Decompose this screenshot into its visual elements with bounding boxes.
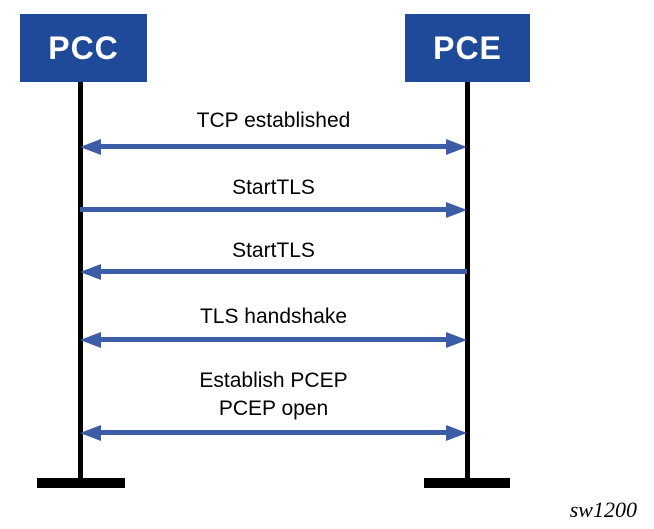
pcc-lifeline-end-bar [37,478,125,488]
arrow-shaft [94,144,453,149]
message-label-tcp-established: TCP established [196,109,351,132]
arrow-shaft [94,269,467,274]
arrowhead-left-icon [80,264,101,280]
pcc-lifeline [78,82,83,482]
arrowhead-right-icon [446,425,467,441]
arrowhead-left-icon [80,139,101,155]
starttls-response-arrow [80,264,467,280]
actor-label-pce: PCE [433,29,502,66]
actor-box-pce: PCE [405,14,530,82]
pce-lifeline [465,82,470,482]
watermark-label: sw1200 [569,497,637,522]
arrow-shaft [94,337,453,342]
arrowhead-left-icon [80,332,101,348]
message-label-tls-handshake: TLS handshake [199,305,348,328]
pcep-open-arrow [80,425,467,441]
arrow-shaft [80,207,453,212]
arrowhead-right-icon [446,332,467,348]
actor-label-pcc: PCC [48,29,119,66]
arrow-shaft [94,430,453,435]
tls-handshake-arrow [80,332,467,348]
message-label-pcep-open: Establish PCEP PCEP open [199,369,348,420]
message-label-starttls-request: StartTLS [232,176,315,199]
actor-box-pcc: PCC [20,14,147,82]
arrowhead-right-icon [446,139,467,155]
tcp-established-arrow [80,139,467,155]
arrowhead-right-icon [446,202,467,218]
starttls-request-arrow [80,202,467,218]
pce-lifeline-end-bar [424,478,510,488]
message-label-starttls-response: StartTLS [232,239,315,262]
arrowhead-left-icon [80,425,101,441]
